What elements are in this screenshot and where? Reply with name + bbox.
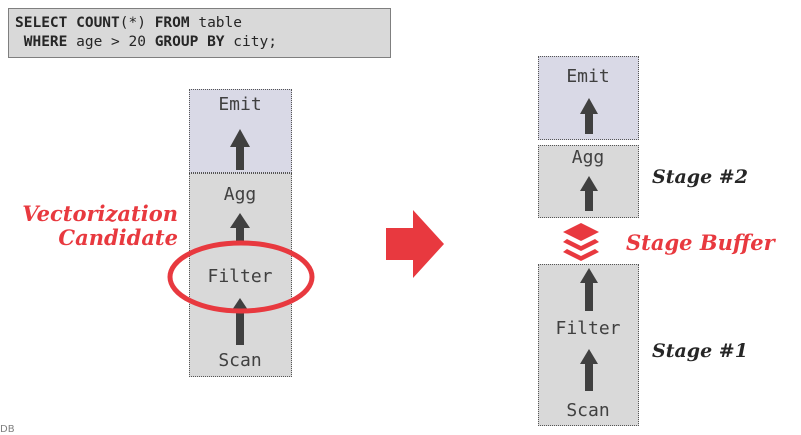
up-arrow-icon: [230, 213, 250, 243]
stage1-label: Stage #1: [652, 340, 748, 362]
sql-keyword: WHERE: [23, 34, 68, 50]
sql-text: (*): [119, 15, 155, 31]
right-agg-label: Agg: [571, 147, 605, 168]
up-arrow-icon: [230, 298, 250, 345]
right-scan-label: Scan: [566, 400, 610, 421]
sql-keyword: FROM: [154, 15, 190, 31]
up-arrow-icon: [580, 98, 598, 134]
left-filter-label: Filter: [207, 266, 273, 287]
up-arrow-icon: [580, 176, 598, 211]
up-arrow-icon: [580, 349, 598, 391]
sql-query-box: SELECT COUNT(*) FROM table WHERE age > 2…: [8, 8, 391, 58]
sql-text: age > 20: [67, 34, 155, 50]
stage-buffer-label: Stage Buffer: [626, 230, 775, 255]
sql-text: city;: [224, 34, 277, 50]
transform-arrow-icon: [386, 210, 444, 278]
left-emit-label: Emit: [218, 94, 262, 115]
stage2-label: Stage #2: [652, 166, 748, 188]
up-arrow-icon: [230, 129, 250, 170]
stack-layers-icon: [563, 223, 599, 261]
vectorization-label-line1: Vectorization: [22, 201, 178, 226]
left-scan-label: Scan: [218, 350, 262, 371]
vectorization-candidate-label: Vectorization Candidate: [6, 202, 178, 250]
vectorization-label-line2: Candidate: [58, 225, 178, 250]
right-emit-label: Emit: [566, 66, 610, 87]
sql-text: table: [189, 15, 242, 31]
sql-keyword: GROUP BY: [154, 34, 225, 50]
up-arrow-icon: [580, 268, 598, 311]
right-filter-label: Filter: [555, 318, 621, 339]
sql-keyword: SELECT COUNT: [15, 15, 120, 31]
vectorization-highlight-ellipse: [167, 240, 315, 314]
left-agg-label: Agg: [223, 184, 257, 205]
footer-text: DB: [0, 424, 15, 435]
